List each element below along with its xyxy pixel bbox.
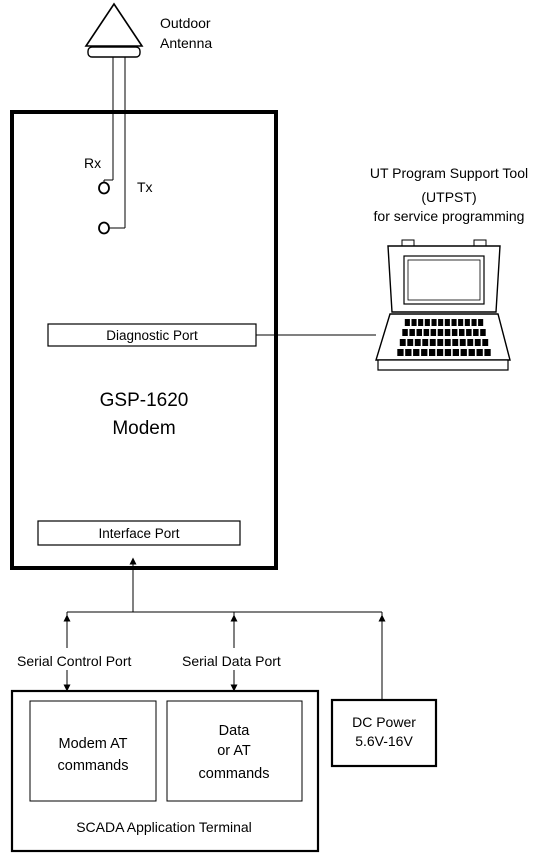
support-tool-line3: for service programming xyxy=(374,208,525,224)
laptop-key xyxy=(444,319,450,326)
scada-terminal-title: SCADA Application Terminal xyxy=(76,819,252,835)
laptop-key xyxy=(484,349,491,356)
laptop-key xyxy=(459,329,465,336)
antenna-label-line1: Outdoor xyxy=(160,15,211,31)
laptop-key xyxy=(473,329,479,336)
laptop-key xyxy=(404,319,410,326)
tx-label: Tx xyxy=(137,179,153,195)
laptop-key xyxy=(416,329,422,336)
dc-power-line2: 5.6V-16V xyxy=(355,733,413,749)
laptop-key xyxy=(444,349,452,356)
laptop-key xyxy=(424,319,430,326)
antenna-label-line2: Antenna xyxy=(160,35,212,51)
interface-port-box xyxy=(37,520,241,546)
data-line2: or AT xyxy=(217,743,251,759)
interface-bus xyxy=(66,570,383,700)
dc-power-line1: DC Power xyxy=(352,714,416,730)
laptop-key xyxy=(464,319,470,326)
laptop-key xyxy=(458,319,464,326)
modem-at-line2: commands xyxy=(58,758,129,774)
laptop-key xyxy=(431,319,437,326)
laptop-key xyxy=(411,319,417,326)
data-line3: commands xyxy=(199,766,270,782)
serial-control-port-label: Serial Control Port xyxy=(17,653,131,669)
laptop-key xyxy=(476,349,483,356)
laptop-key xyxy=(399,339,406,346)
laptop-key xyxy=(430,329,437,336)
dc-power-box xyxy=(330,698,438,768)
laptop-icon xyxy=(375,239,511,371)
modem-at-line1: Modem AT xyxy=(58,736,127,752)
laptop-key xyxy=(467,339,474,346)
laptop-key xyxy=(444,329,451,336)
modem-name-line1: GSP-1620 xyxy=(100,390,189,411)
laptop-key xyxy=(471,319,477,326)
laptop-key xyxy=(466,329,472,336)
outdoor-antenna-icon xyxy=(84,2,144,58)
laptop-key xyxy=(468,349,475,356)
modem-name-line2: Modem xyxy=(112,418,175,439)
laptop-key xyxy=(474,339,481,346)
laptop-key xyxy=(452,339,459,346)
laptop-key xyxy=(478,319,484,326)
laptop-key xyxy=(405,349,412,356)
interface-port-label: Interface Port xyxy=(98,526,179,541)
laptop-key xyxy=(423,329,430,336)
rx-label: Rx xyxy=(84,155,101,171)
laptop-key xyxy=(451,329,458,336)
laptop-key xyxy=(402,329,408,336)
laptop-key xyxy=(451,319,457,326)
laptop-key xyxy=(437,329,444,336)
data-line1: Data xyxy=(219,723,251,739)
laptop-key xyxy=(438,319,444,326)
laptop-key xyxy=(460,349,467,356)
laptop-key xyxy=(418,319,424,326)
laptop-key xyxy=(429,339,436,346)
diagnostic-port-label: Diagnostic Port xyxy=(106,328,198,343)
laptop-key xyxy=(429,349,436,356)
laptop-key xyxy=(413,349,420,356)
serial-data-port-label: Serial Data Port xyxy=(182,653,281,669)
laptop-key xyxy=(444,339,451,346)
laptop-key xyxy=(480,329,486,336)
support-tool-line1: UT Program Support Tool xyxy=(370,165,528,181)
modem-at-commands-box xyxy=(29,700,157,802)
laptop-key xyxy=(414,339,421,346)
tx-connector-icon xyxy=(98,221,110,235)
laptop-key xyxy=(482,339,489,346)
rx-connector-icon xyxy=(98,181,110,195)
support-tool-line2: (UTPST) xyxy=(421,189,476,205)
laptop-key xyxy=(397,349,404,356)
laptop-key xyxy=(407,339,414,346)
laptop-key xyxy=(409,329,415,336)
laptop-key xyxy=(422,339,429,346)
laptop-key xyxy=(437,339,444,346)
laptop-key xyxy=(436,349,444,356)
data-at-commands-box xyxy=(166,700,303,802)
laptop-key xyxy=(421,349,428,356)
laptop-key xyxy=(452,349,459,356)
laptop-key xyxy=(459,339,466,346)
